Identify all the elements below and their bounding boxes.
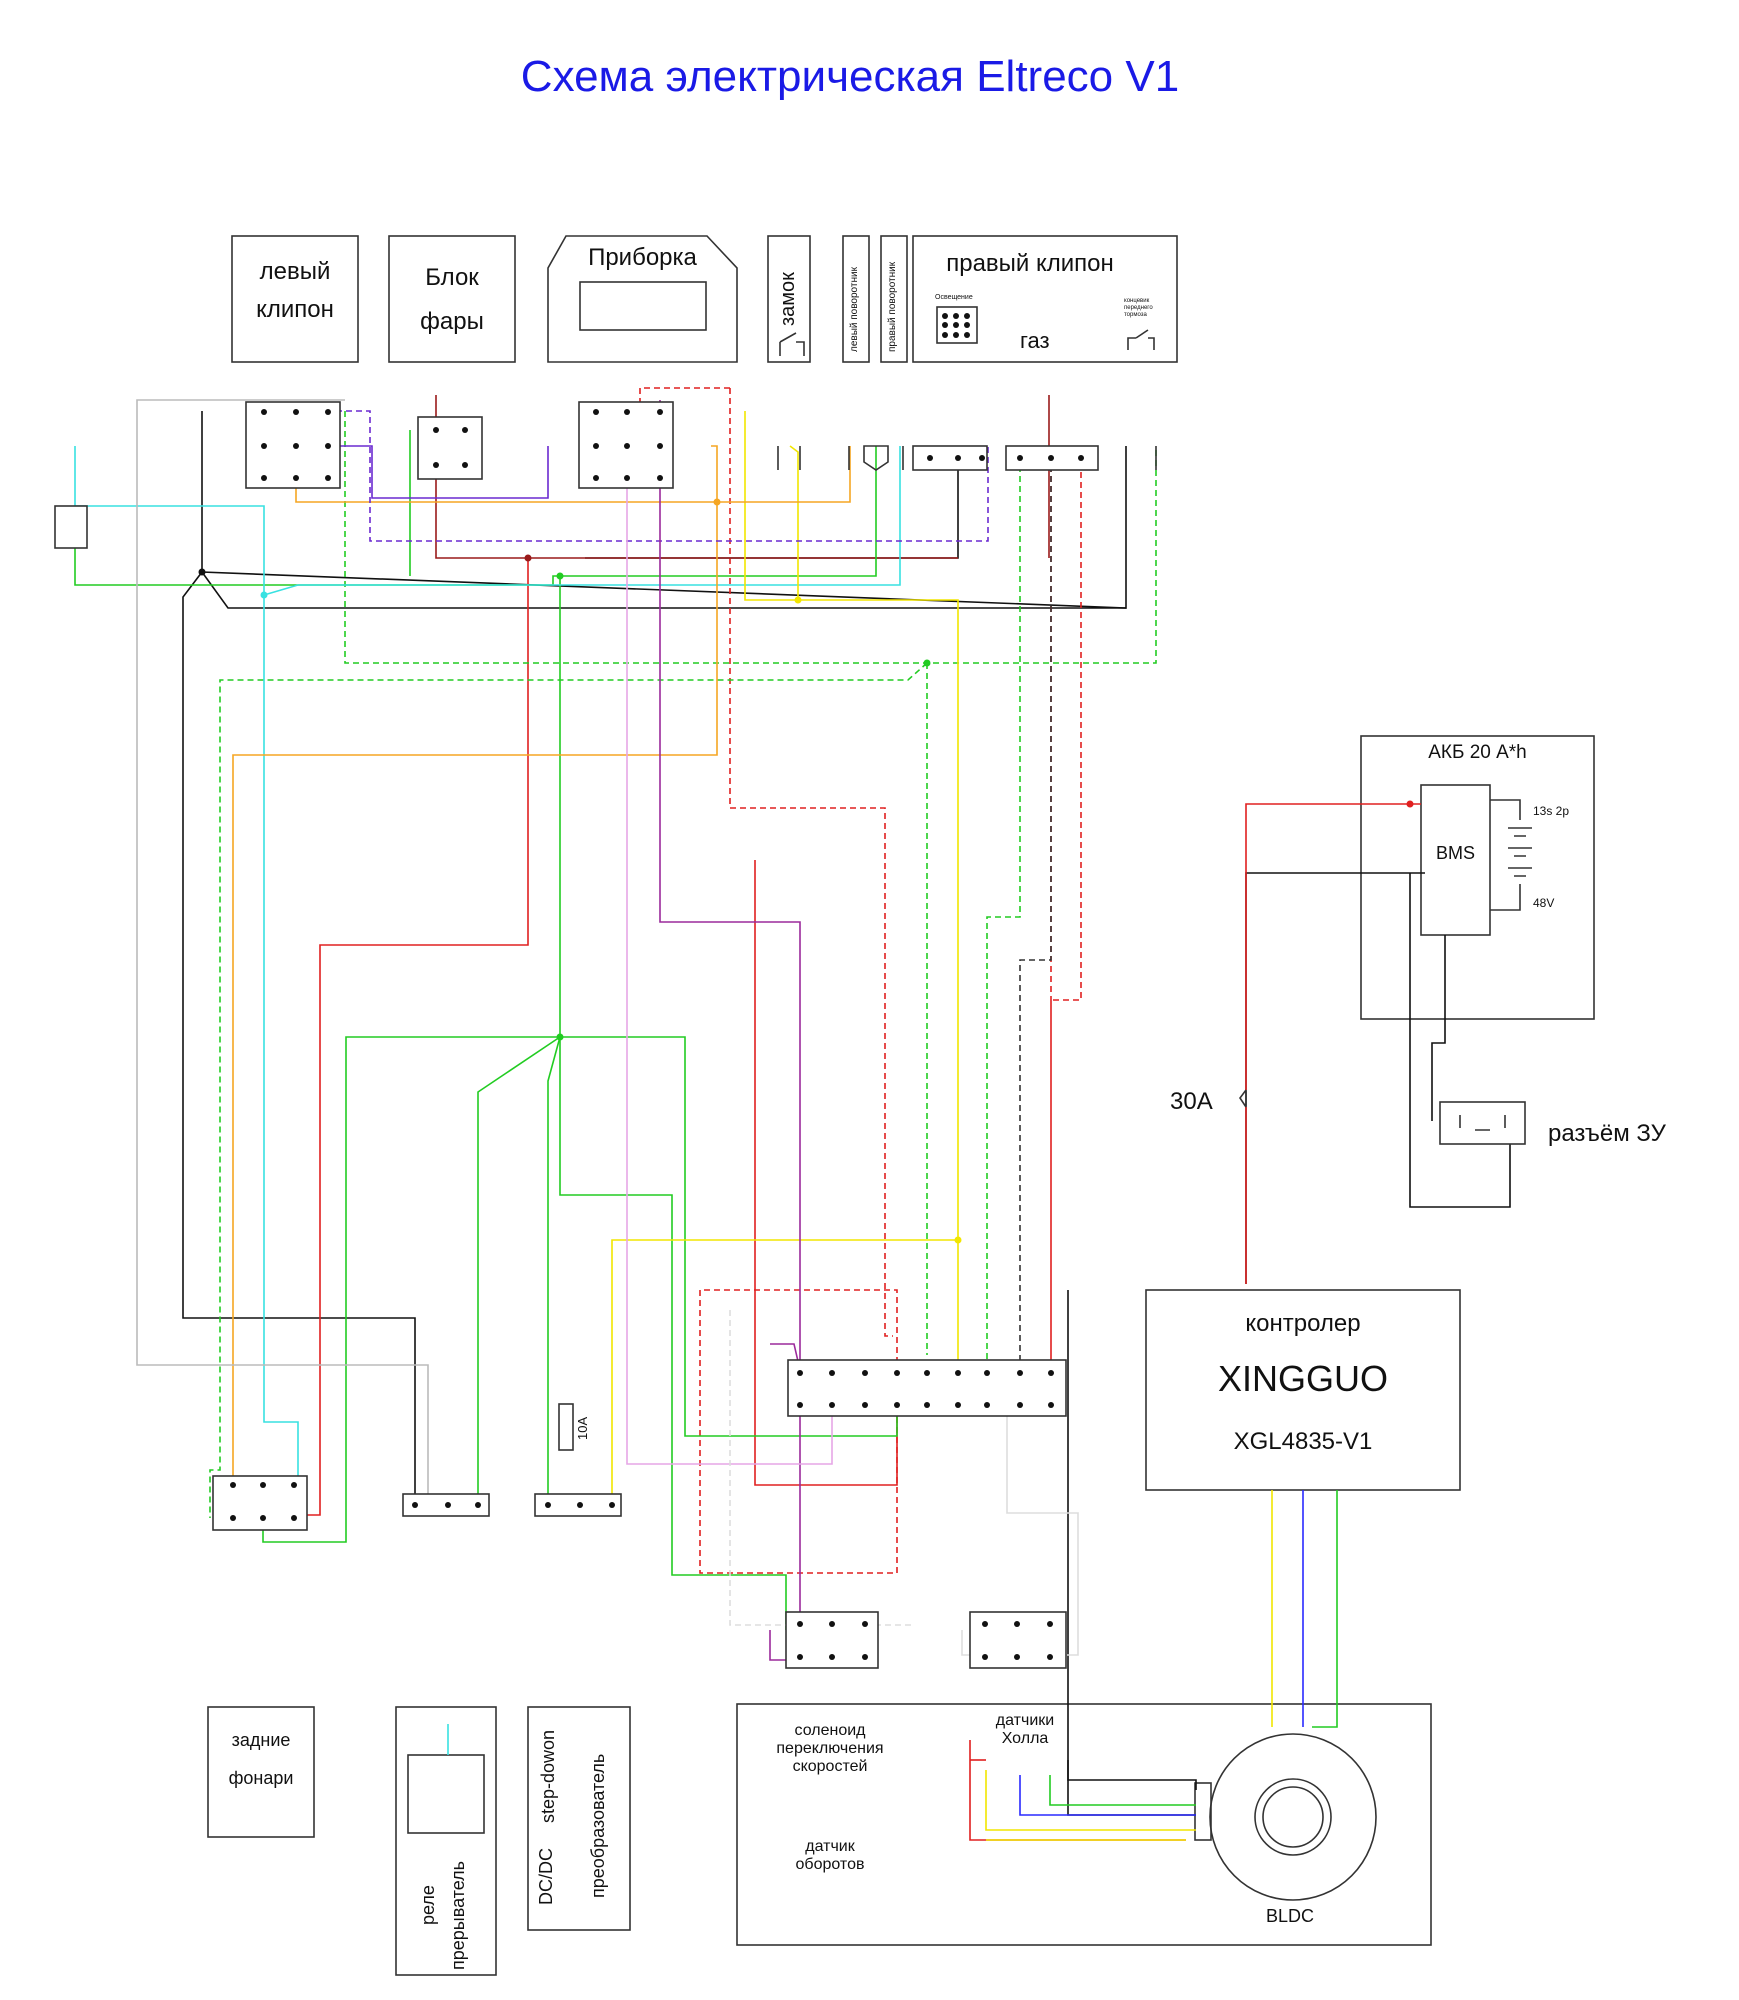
controller-model: XGL4835-V1 [1233,1428,1373,1455]
bms-box [1420,784,1491,936]
connector-right-clipon-a [912,445,988,471]
left-clipon-box [231,235,359,363]
wire-green-main [74,446,877,586]
main-fuse-label: 30A [1170,1088,1213,1115]
headlight-box [388,235,516,363]
dcdc-box [527,1706,631,1931]
motor-outer [1209,1733,1377,1901]
battery-title: АКБ 20 A*h [1428,742,1527,763]
dashboard-box [547,235,738,363]
charger-socket [1439,1101,1526,1145]
left-turn-box [842,235,870,363]
solenoid-label-2: переключения [776,1740,884,1757]
motor-inner [1262,1786,1324,1848]
lighting-label: Освещение [935,294,973,301]
connector-ignition [54,505,88,549]
connector-headlight [417,416,483,480]
speed-sensor-label-1: датчик [805,1838,855,1855]
lock-switch-icon [779,332,805,356]
hall-label-2: Холла [1001,1730,1049,1747]
battery-config: 13s 2p [1533,804,1570,818]
hall-label-1: датчики [995,1712,1055,1729]
battery-box [1360,735,1595,1020]
dcdc-label-3: преобразователь [588,1753,608,1898]
rear-lights-box [207,1706,315,1838]
left-clipon-label-2: клипон [256,296,334,323]
brake-switch-label-3: тормоза [1124,312,1147,318]
brake-switch-icon [1127,329,1155,350]
rear-lights-label-2: фонари [228,1768,294,1788]
brake-switch-label-2: переднего [1124,305,1153,311]
relay-box [395,1706,497,1976]
left-clipon-label-1: левый [259,258,331,285]
motor-mid [1254,1778,1332,1856]
dcdc-label-1: DC/DC [536,1848,556,1905]
relay-coil [407,1754,485,1834]
right-clipon-box [912,235,1178,363]
brake-switch-label-1: концевик [1124,298,1150,304]
relay-label-2: прерыватель [448,1860,468,1970]
solenoid-label-3: скоростей [792,1758,868,1775]
controller-brand: XINGGUO [1217,1358,1388,1399]
charger-port-label: разъём ЗУ [1548,1120,1666,1147]
motor-hub [1194,1782,1212,1841]
lighting-switch-box [936,306,978,344]
motor-label: BLDC [1265,1906,1314,1926]
wire-cyan [74,446,299,1476]
solenoid-label-1: соленоид [794,1722,866,1739]
headlight-label-1: Блок [425,264,479,291]
bms-label: BMS [1435,843,1475,863]
left-turn-label: левый поворотник [849,267,860,352]
controller-label: контролер [1245,1310,1361,1337]
dashboard-label: Приборка [588,244,697,271]
wire-orange [232,484,718,1518]
wire-black-bus [201,411,1127,609]
right-turn-box [880,235,908,363]
dashboard-screen [579,281,707,331]
rear-lights-label-1: задние [231,1730,291,1750]
right-turn-label: правый поворотник [887,261,898,352]
motor-block-box [736,1703,1432,1946]
lock-label: замок [777,272,799,326]
fuse-10a [558,1403,574,1451]
battery-voltage: 48V [1533,896,1555,910]
relay-label-1: реле [418,1885,438,1925]
small-fuse-label: 10A [575,1416,590,1440]
right-clipon-label: правый клипон [946,250,1114,277]
lock-box [767,235,811,363]
speed-sensor-label-2: оборотов [795,1856,865,1873]
wire-yellow [611,411,959,1495]
headlight-label-2: фары [420,308,484,335]
dcdc-label-2: step-dowon [538,1729,558,1823]
throttle-label: газ [1020,328,1050,353]
diagram-title: Схема электрическая Eltreco V1 [520,52,1180,101]
